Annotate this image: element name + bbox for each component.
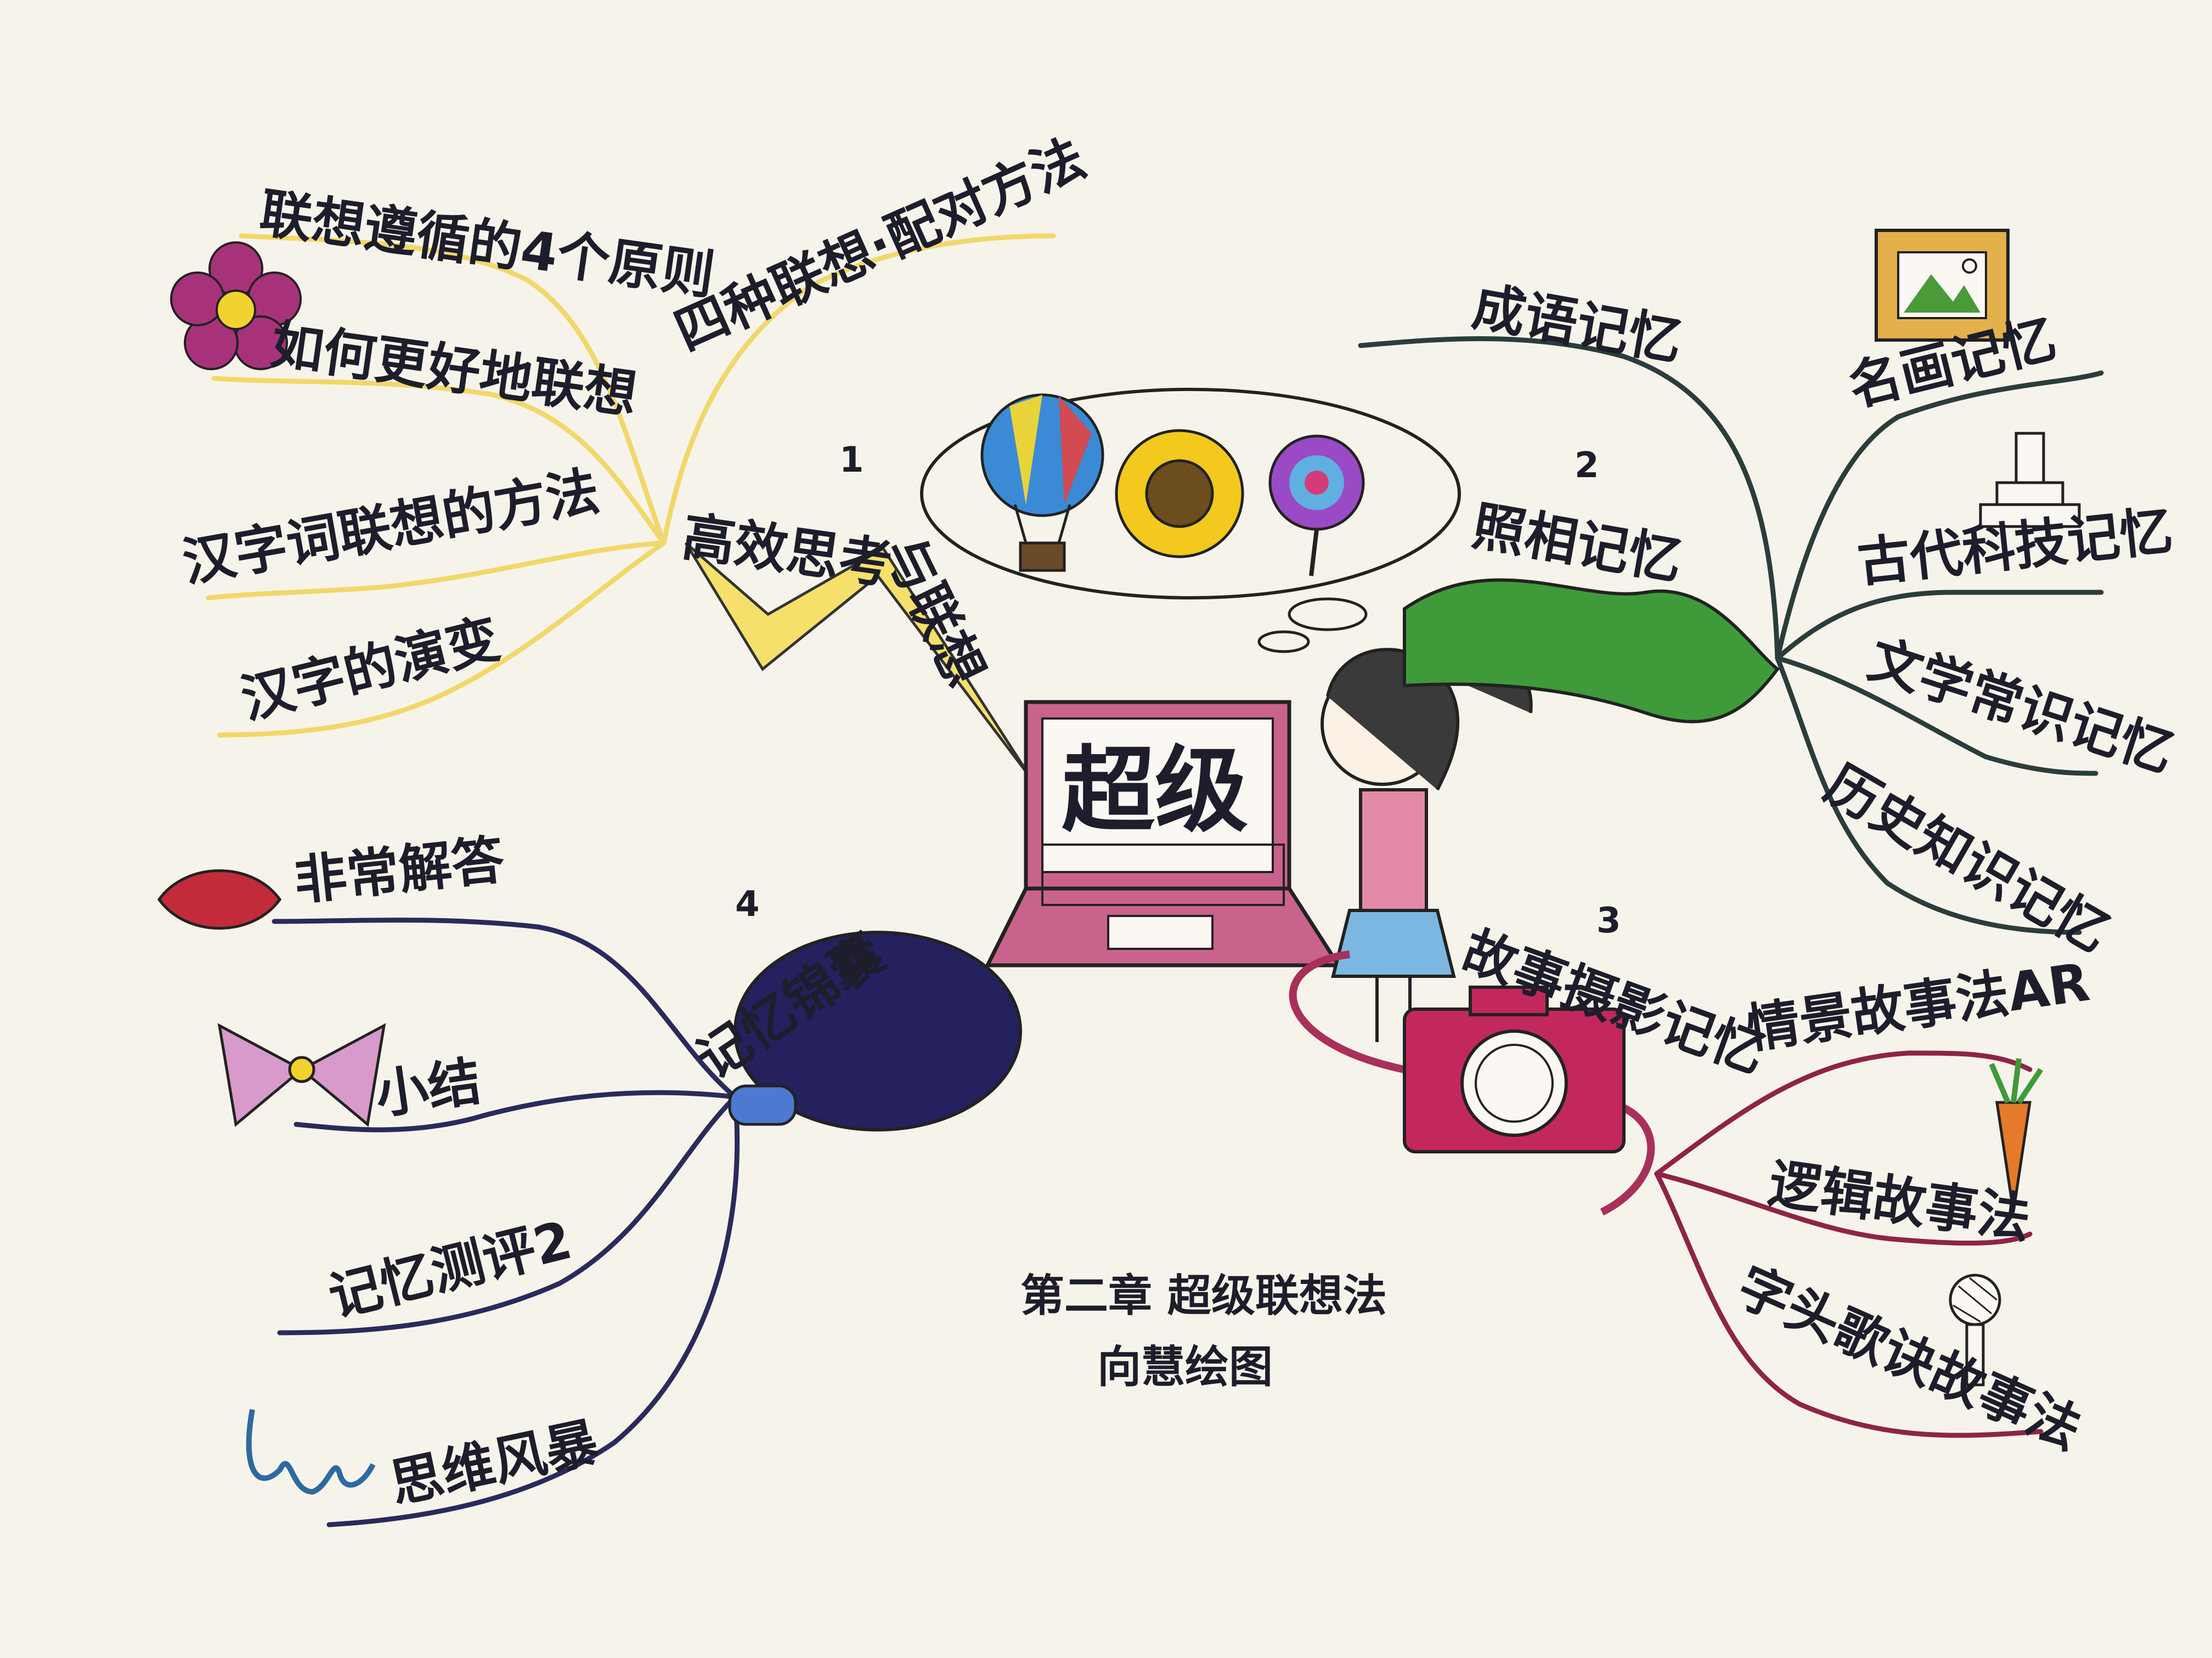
- caption-line-2: 向慧绘图: [1097, 1342, 1273, 1393]
- branch-1-line-evolution: [217, 540, 667, 738]
- branch-4-line-summary: [294, 1090, 738, 1133]
- branch-3-line-logic: [1654, 1171, 2033, 1246]
- pouch-icon: [728, 931, 1022, 1131]
- bow-icon: [217, 1023, 386, 1127]
- carrot-icon: [1989, 1058, 2044, 1213]
- camera-strap-right: [1600, 1104, 1655, 1216]
- lips-icon: [157, 869, 282, 930]
- branch-3-number: 3: [1596, 901, 1621, 941]
- thought-bubble: [920, 388, 1461, 653]
- branch-4: [272, 918, 740, 1527]
- branch-2-line-history: [1775, 655, 2082, 935]
- center-title: 超级: [1062, 737, 1248, 845]
- branch-4-line-answers: [272, 918, 738, 1100]
- branch-2-line-paintings: [1775, 370, 2104, 661]
- branch-1-line-better: [211, 376, 667, 546]
- branch-2-line-literature: [1775, 655, 2098, 776]
- lollipop-icon: [1268, 434, 1365, 576]
- flower-icon: [170, 241, 302, 370]
- camera-strap: [1289, 950, 1406, 1073]
- branch-4-line-storm: [326, 1094, 740, 1527]
- branch-1-line-principles: [239, 233, 667, 546]
- branch-3-line-acrostic: [1654, 1171, 2044, 1438]
- branch-2-line-idioms: [1358, 336, 1780, 661]
- branch-2: [1358, 336, 2104, 935]
- branch-1-line-hanzi-method: [206, 540, 667, 601]
- film-strip-icon: [1403, 578, 1780, 723]
- hot-air-balloon-icon: [980, 393, 1104, 572]
- caption-line-1: 第二章 超级联想法: [1020, 1270, 1387, 1321]
- framed-painting-icon: [1875, 229, 2010, 342]
- scribble-icon: [246, 1409, 376, 1495]
- branch-1-number: 1: [839, 440, 864, 480]
- branch-2-number: 2: [1575, 445, 1599, 486]
- camera-icon: [1403, 986, 1626, 1153]
- branch-1-line-four-methods: [661, 233, 1056, 546]
- branch-2-line-tech: [1775, 590, 2104, 661]
- microphone-icon: [1949, 1274, 2001, 1387]
- branch-1: [206, 233, 1056, 738]
- branch-4-number: 4: [735, 884, 760, 925]
- sunflower-icon: [1115, 429, 1244, 558]
- branch-3-line-scene: [1654, 1050, 2033, 1176]
- branch-4-sub-summary: 小结: [372, 1050, 485, 1126]
- branch-3: [1654, 1050, 2044, 1438]
- laptop: [984, 700, 1342, 967]
- branch-4-line-test: [277, 1094, 738, 1336]
- telescope-icon: [1979, 432, 2081, 528]
